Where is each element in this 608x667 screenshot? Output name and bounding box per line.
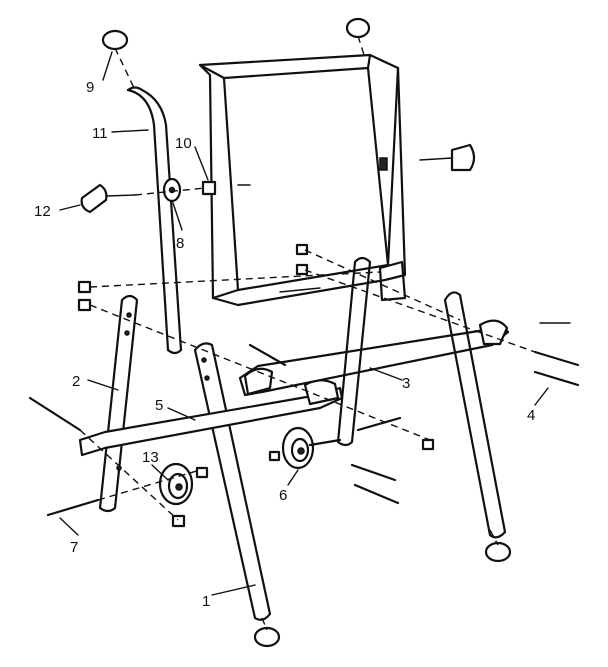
wheel-13 [158, 462, 194, 506]
callout-12: 12 [34, 203, 51, 220]
callout-1: 1 [202, 593, 210, 610]
leader-lines [59, 51, 571, 596]
callout-5: 5 [155, 397, 163, 414]
nuts [77, 180, 435, 528]
board-frame [198, 53, 407, 307]
end-caps [101, 17, 512, 648]
wing-knob-left [80, 183, 136, 214]
callout-3: 3 [402, 375, 410, 392]
front-leg-tube [193, 342, 272, 621]
bolts [28, 343, 580, 517]
callout-7: 7 [70, 539, 78, 556]
callout-2: 2 [72, 373, 80, 390]
callout-labels: 1 2 3 4 5 6 7 8 9 10 11 12 13 [34, 79, 535, 610]
left-leg-tube [98, 294, 139, 513]
callout-4: 4 [527, 407, 535, 424]
callout-6: 6 [279, 487, 287, 504]
cross-bar-3 [238, 319, 510, 397]
rear-right-legs [336, 256, 507, 539]
wheel-6 [281, 426, 315, 470]
callout-9: 9 [86, 79, 94, 96]
callout-11: 11 [92, 125, 108, 142]
callout-8: 8 [176, 235, 184, 252]
rear-upright-tube [126, 86, 183, 355]
callout-10: 10 [175, 135, 192, 152]
washer-8 [162, 177, 182, 203]
assembly-lines [79, 35, 536, 631]
wing-knob-right [419, 143, 476, 172]
callout-13: 13 [142, 449, 159, 466]
